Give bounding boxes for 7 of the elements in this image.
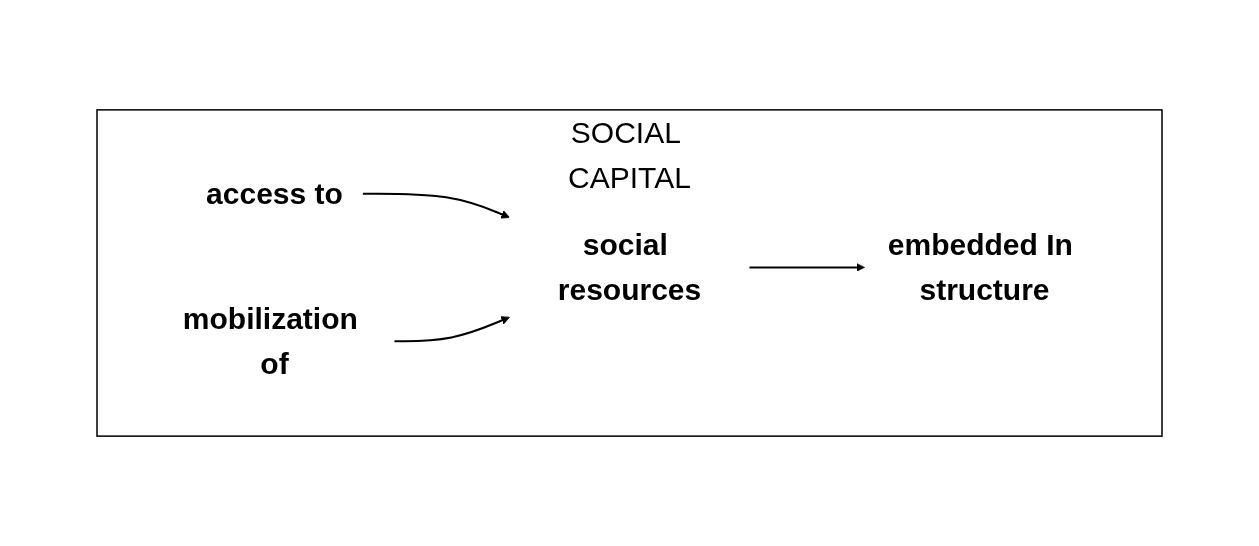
node-text: social resources [557, 228, 702, 307]
arrow [393, 316, 510, 343]
arrow [361, 192, 510, 219]
node-text: mobilization of [182, 302, 358, 381]
node-text: access to [206, 177, 343, 211]
arrow [748, 263, 865, 272]
node-text: embedded In structure [887, 228, 1073, 307]
